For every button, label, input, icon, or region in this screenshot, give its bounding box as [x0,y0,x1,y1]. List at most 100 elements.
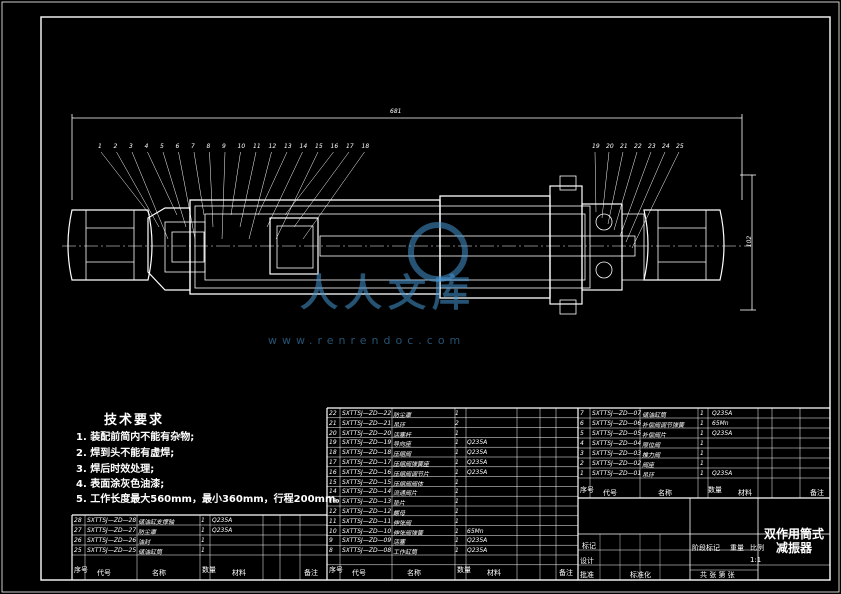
bom-seq: 26 [74,537,82,544]
bom-qty: 1 [700,440,704,447]
bom-seq: 16 [329,468,337,476]
bom-qty: 1 [455,488,459,496]
balloon-label: 4 [144,143,149,150]
balloon-label: 14 [299,143,308,150]
bom-qty: 2 [455,419,459,427]
bom-qty: 1 [700,450,704,457]
scale-label: 比例 [750,544,764,552]
bom-header-seq: 序号 [580,486,594,494]
bom-name: 推力阀 [642,452,661,459]
bom-seq: 28 [74,517,82,524]
height-label: 102 [746,235,754,248]
balloon-label: 3 [129,143,133,150]
bom-header-qty: 数量 [708,486,722,494]
scale-value: 1:1 [750,556,762,564]
shock-absorber-assembly [62,114,756,315]
bom-seq: 15 [329,478,337,486]
bom-code: SXTTSJ—ZD—22 [342,410,392,417]
bom-name: 导向座 [393,441,412,449]
watermark-logo [408,222,468,282]
bom-name: 垫片 [393,500,406,508]
leader-lines-right [594,151,680,249]
bom-seq: 11 [329,517,337,525]
bom-material: Q235A [467,547,488,555]
bom-code: SXTTSJ—ZD—15 [342,478,392,486]
bom-qty: 1 [455,439,459,447]
bom-code: SXTTSJ—ZD—16 [342,468,392,476]
bom-qty: 1 [700,420,704,427]
leader-lines-left [100,151,365,240]
bom-name: 限位阀 [642,442,661,449]
balloon-label: 24 [662,143,670,150]
bom-code: SXTTSJ—ZD—13 [342,498,392,506]
balloon-label: 11 [253,143,261,150]
bom-qty: 1 [455,517,459,525]
bom-header-seq: 序号 [74,566,88,574]
mark-label: 标记 [582,542,596,550]
bom-header-name: 名称 [407,569,421,577]
bom-material: Q235A [212,527,233,534]
requirement-item: 4. 表面涂灰色油漆; [76,479,165,490]
bom-code: SXTTSJ—ZD—19 [342,439,392,447]
balloon-label: 1 [98,143,102,150]
bom-seq: 18 [329,449,337,457]
bom-seq: 12 [329,508,337,515]
bom-header-code: 代号 [603,489,617,497]
bom-seq: 19 [329,439,337,447]
bom-seq: 14 [329,488,337,496]
bom-name: 压缩阀调节片 [393,470,430,478]
balloon-label: 12 [268,143,277,150]
bom-qty: 1 [201,527,205,534]
balloon-label: 20 [606,143,614,150]
bom-code: SXTTSJ—ZD—04 [592,440,642,447]
balloon-label: 8 [206,143,211,150]
bom-seq: 6 [580,420,584,427]
bom-code: SXTTSJ—ZD—07 [592,410,642,417]
bom-header-note: 备注 [810,489,824,497]
bom-qty: 1 [700,470,704,477]
balloon-label: 5 [160,143,164,150]
bom-qty: 1 [700,460,704,467]
bom-material: 65Mn [467,527,484,535]
bom-material: Q235A [712,430,733,437]
drawing-title: 双作用筒式减振器 [763,527,824,555]
bom-seq: 10 [329,527,337,535]
balloon-label: 25 [676,143,684,150]
bom-header-seq: 序号 [329,566,343,574]
balloon-label: 6 [175,143,180,150]
bom-header-name: 名称 [658,489,672,497]
bom-qty: 1 [700,410,704,417]
bom-name: 补偿阀调节弹簧 [642,422,685,429]
bom-code: SXTTSJ—ZD—03 [592,450,642,457]
bom-seq: 25 [74,547,82,554]
bom-material: Q235A [712,470,733,477]
bom-code: SXTTSJ—ZD—12 [342,508,392,515]
bom-qty: 1 [201,517,205,524]
requirement-item: 2. 焊到头不能有虚焊; [76,448,175,459]
bom-header-material: 材料 [738,489,752,497]
bom-material: Q235A [467,468,488,476]
balloon-label: 22 [634,143,642,150]
balloon-label: 17 [346,143,354,150]
balloon-label: 21 [620,143,628,150]
bom-qty: 1 [455,410,459,417]
standard-label: 标准化 [630,571,651,579]
bom-seq: 17 [329,459,337,466]
bom-seq: 8 [329,547,333,555]
bom-seq: 13 [329,498,337,506]
bom-header-material: 材料 [487,569,501,577]
designer-label: 设计 [580,557,594,565]
bom-name: 储油缸筒 [642,412,667,419]
bom-name: 吊环 [393,421,406,429]
bom-qty: 1 [455,537,459,545]
bom-code: SXTTSJ—ZD—06 [592,420,642,427]
overall-length-label: 681 [390,108,402,115]
bom-seq: 22 [329,410,337,417]
bom-code: SXTTSJ—ZD—28 [87,517,137,524]
bom-material: 65Mn [712,420,729,427]
bom-qty: 1 [455,498,459,506]
bom-seq: 2 [580,460,584,467]
bom-name: 压缩阀 [393,451,412,459]
bom-qty: 1 [455,547,459,555]
